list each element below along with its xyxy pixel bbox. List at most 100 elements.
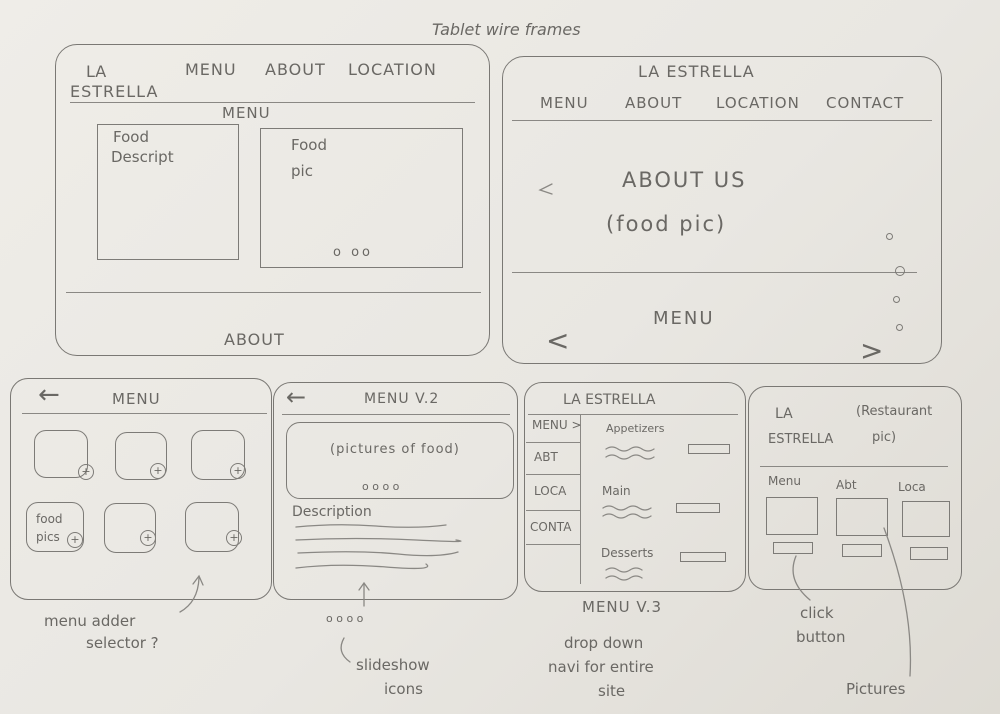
hero-divider — [760, 466, 948, 467]
category-button[interactable] — [688, 444, 730, 454]
tile-label-line1: food — [36, 512, 63, 526]
nav-item-menu[interactable]: MENU — [540, 94, 589, 112]
annotation-click-line1: click — [800, 604, 834, 622]
logo-line1: LA — [86, 62, 107, 81]
add-icon[interactable]: + — [78, 464, 94, 480]
frame-caption: MENU V.3 — [582, 598, 663, 616]
back-arrow-icon[interactable]: ← — [286, 383, 307, 411]
food-picture-panel — [260, 128, 463, 268]
food-description-panel — [97, 124, 239, 260]
page-title: Tablet wire frames — [432, 20, 581, 39]
side-nav-divider — [526, 544, 580, 545]
annotation-dots: o o o o — [326, 612, 364, 625]
column-label-menu: Menu — [768, 474, 801, 488]
category-desserts: Desserts — [601, 546, 654, 560]
footer-divider — [66, 292, 481, 293]
menu-item-tile[interactable] — [26, 502, 84, 552]
wireframe-menu-v2 — [273, 382, 518, 600]
location-button[interactable] — [910, 547, 948, 560]
add-icon[interactable]: + — [230, 463, 246, 479]
slideshow-text: (pictures of food) — [330, 442, 460, 457]
side-nav-divider — [526, 474, 580, 475]
annotation-line1: slideshow — [356, 656, 430, 674]
food-picture-line2: pic — [291, 162, 313, 180]
side-nav-divider — [526, 510, 580, 511]
side-nav-menu[interactable]: MENU > — [532, 418, 582, 432]
add-icon[interactable]: + — [226, 530, 242, 546]
logo-line2: ESTRELLA — [768, 432, 834, 447]
column-label-about: Abt — [836, 478, 857, 492]
nav-item-contact[interactable]: CONTACT — [826, 94, 905, 112]
annotation-line1: menu adder — [44, 612, 136, 630]
wireframe-menu-v1 — [55, 44, 490, 356]
nav-item-about[interactable]: ABOUT — [265, 60, 326, 79]
column-label-location: Loca — [898, 480, 926, 494]
back-arrow-icon[interactable]: ← — [38, 380, 60, 410]
slide-dot[interactable] — [896, 324, 903, 331]
side-nav-divider — [580, 414, 581, 584]
annotation-line2: selector ? — [86, 634, 159, 652]
slideshow-dots[interactable]: o oo — [333, 245, 373, 260]
wireframe-menu-adder — [10, 378, 272, 600]
prev-arrow[interactable]: < — [546, 324, 570, 357]
about-button[interactable] — [842, 544, 882, 557]
menu-button[interactable] — [773, 542, 813, 554]
category-button[interactable] — [680, 552, 726, 562]
about-picture — [836, 498, 888, 536]
category-main: Main — [602, 484, 631, 498]
logo-line2: ESTRELLA — [70, 82, 159, 101]
logo-line1: LA — [775, 406, 793, 422]
add-icon[interactable]: + — [67, 532, 83, 548]
side-nav-about[interactable]: ABT — [534, 450, 558, 464]
logo: LA ESTRELLA — [638, 62, 755, 81]
slideshow-dots[interactable]: o o o o — [362, 480, 400, 493]
wireframe-about — [502, 56, 942, 364]
category-button[interactable] — [676, 503, 720, 513]
food-description-line2: Descript — [111, 148, 174, 166]
add-icon[interactable]: + — [140, 530, 156, 546]
slide-dot-active[interactable] — [895, 266, 905, 276]
category-appetizers: Appetizers — [606, 422, 665, 435]
annotation-line1: drop down — [564, 634, 644, 652]
slideshow-panel — [286, 422, 514, 499]
add-icon[interactable]: + — [150, 463, 166, 479]
nav-item-location[interactable]: LOCATION — [716, 94, 800, 112]
header-divider — [282, 414, 510, 415]
next-arrow[interactable]: > — [860, 334, 884, 367]
hero-line1: (Restaurant — [856, 404, 933, 419]
wireframe-home — [748, 386, 962, 590]
slide-dot[interactable] — [893, 296, 900, 303]
menu-item-tile[interactable] — [185, 502, 239, 552]
side-nav-contact[interactable]: CONTA — [530, 520, 572, 534]
header-divider — [70, 102, 475, 103]
tile-label-line2: pics — [36, 530, 60, 544]
header-divider — [512, 120, 932, 121]
menu-item-tile[interactable] — [191, 430, 245, 480]
about-subheading: (food pic) — [606, 212, 727, 236]
annotation-click-line2: button — [796, 628, 846, 646]
location-picture — [902, 501, 950, 537]
food-description-line1: Food — [113, 128, 149, 146]
logo: LA ESTRELLA — [563, 392, 656, 408]
menu-item-tile[interactable] — [115, 432, 167, 480]
side-nav-divider — [526, 442, 580, 443]
menu-item-tile[interactable] — [104, 503, 156, 553]
slide-dot[interactable] — [886, 233, 893, 240]
footer-menu[interactable]: MENU — [653, 308, 715, 329]
side-nav-location[interactable]: LOCA — [534, 484, 567, 498]
nav-item-about[interactable]: ABOUT — [625, 94, 683, 112]
footer-about[interactable]: ABOUT — [224, 330, 285, 349]
hero-line2: pic) — [872, 430, 897, 445]
annotation-stroke — [340, 637, 351, 663]
annotation-line3: site — [598, 682, 626, 700]
annotation-pictures: Pictures — [846, 680, 906, 698]
nav-item-menu[interactable]: MENU — [185, 60, 237, 79]
screen-title: MENU V.2 — [364, 391, 440, 407]
menu-picture — [766, 497, 818, 535]
nav-item-location[interactable]: LOCATION — [348, 60, 437, 79]
wireframe-menu-v3 — [524, 382, 746, 592]
menu-item-tile[interactable] — [34, 430, 88, 478]
description-label: Description — [292, 504, 372, 520]
section-title: MENU — [222, 104, 271, 122]
